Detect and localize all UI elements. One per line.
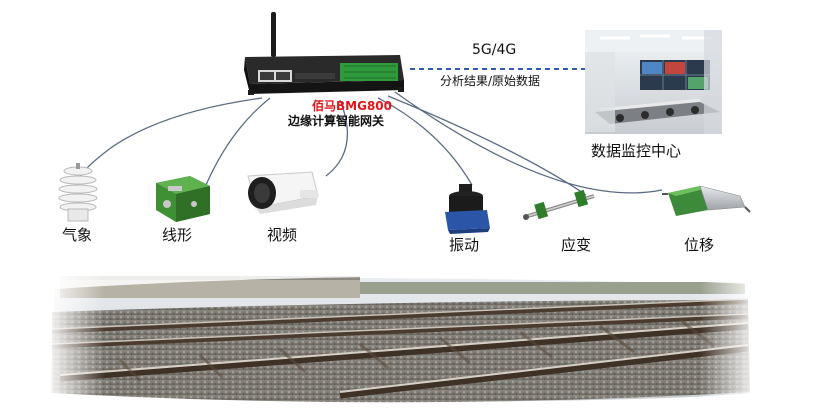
monitor-center-label: 数据监控中心 [591, 142, 682, 160]
monitoring-center-photo [585, 30, 722, 134]
link-description-label: 分析结果/原始数据 [440, 74, 541, 88]
weather-sensor-icon [58, 163, 98, 222]
sensor-label-video: 视频 [267, 226, 298, 244]
alignment-sensor-icon [156, 176, 210, 222]
sensor-cables [79, 91, 663, 196]
cable-weather [79, 97, 263, 179]
strain-sensor-icon [523, 189, 595, 220]
gateway-brand-label: 佰马BMG800 [312, 99, 392, 113]
sensor-label-weather: 气象 [62, 226, 93, 244]
cable-alignment [205, 97, 271, 186]
antenna [271, 12, 276, 57]
cable-displacement [394, 91, 663, 194]
sensor-label-displacement: 位移 [684, 236, 715, 254]
railway-photo [40, 256, 770, 412]
cable-video [325, 99, 349, 177]
sensor-label-alignment: 线形 [162, 226, 193, 244]
cable-vibration [377, 97, 473, 186]
displacement-sensor-icon [662, 185, 751, 216]
camera-icon [247, 171, 319, 214]
gateway-name-label: 边缘计算智能网关 [288, 114, 385, 128]
sensor-label-strain: 应变 [561, 236, 592, 254]
link-protocol-label: 5G/4G [472, 42, 517, 58]
vibration-sensor-icon [445, 184, 490, 234]
sensor-label-vibration: 振动 [449, 236, 480, 254]
gateway-device [244, 12, 404, 95]
